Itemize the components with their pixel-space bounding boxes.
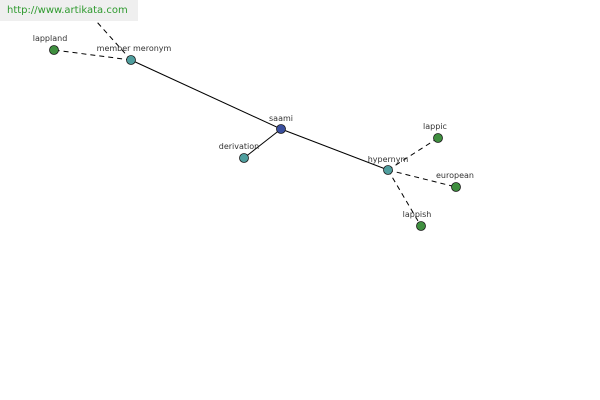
- edge-member-meronym-offscreen: [87, 11, 132, 61]
- node-label-lappish: lappish: [403, 210, 432, 219]
- node-label-member-meronym: member meronym: [97, 44, 172, 53]
- node-circle-derivation[interactable]: [239, 153, 249, 163]
- node-circle-hypernym[interactable]: [383, 165, 393, 175]
- node-lappic[interactable]: lappic: [423, 122, 447, 143]
- node-label-lappland: lappland: [33, 34, 68, 43]
- node-circle-lappland[interactable]: [49, 45, 59, 55]
- node-lappish[interactable]: lappish: [403, 210, 432, 231]
- graph-edges: [53, 11, 457, 227]
- node-saami[interactable]: saami: [269, 114, 293, 134]
- node-label-saami: saami: [269, 114, 293, 123]
- edge-saami-derivation: [243, 128, 282, 159]
- node-circle-member-meronym[interactable]: [126, 55, 136, 65]
- node-circle-european[interactable]: [451, 182, 461, 192]
- node-label-european: european: [436, 171, 474, 180]
- node-member-meronym[interactable]: member meronym: [97, 44, 172, 65]
- node-label-derivation: derivation: [219, 142, 259, 151]
- edge-member-meronym-lappland: [53, 49, 132, 61]
- node-hypernym[interactable]: hypernym: [368, 155, 409, 175]
- edge-hypernym-lappic: [387, 137, 439, 171]
- edge-hypernym-lappish: [387, 169, 422, 227]
- edge-saami-member-meronym: [130, 59, 282, 130]
- node-label-hypernym: hypernym: [368, 155, 409, 164]
- graph-nodes: saami member meronym derivation hypernym lap…: [33, 34, 474, 231]
- node-circle-lappish[interactable]: [416, 221, 426, 231]
- node-circle-saami[interactable]: [276, 124, 286, 134]
- edge-saami-hypernym: [280, 128, 389, 171]
- node-label-lappic: lappic: [423, 122, 447, 131]
- node-lappland[interactable]: lappland: [33, 34, 68, 55]
- node-european[interactable]: european: [436, 171, 474, 192]
- edge-hypernym-european: [387, 169, 457, 188]
- watermark-url: http://www.artikata.com: [0, 0, 138, 21]
- node-derivation[interactable]: derivation: [219, 142, 259, 163]
- node-circle-lappic[interactable]: [433, 133, 443, 143]
